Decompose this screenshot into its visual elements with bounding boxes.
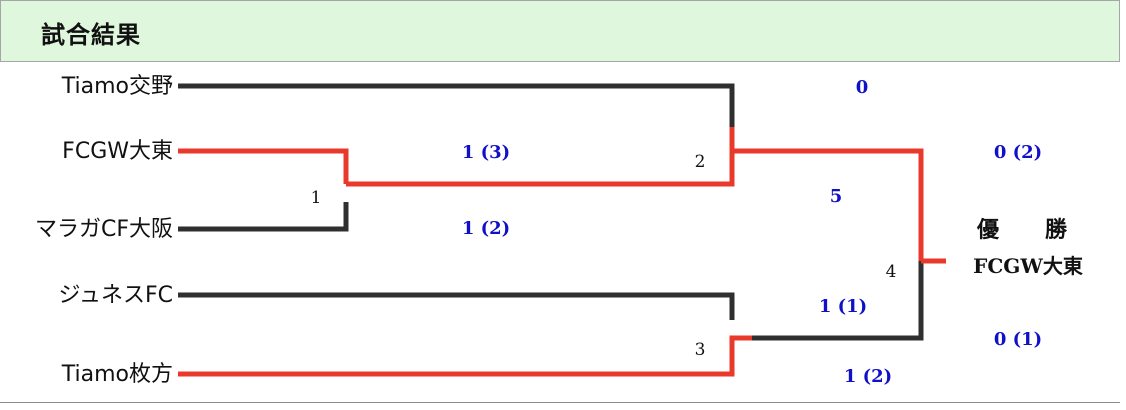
bracket-line-m1-to-m2 bbox=[346, 127, 735, 187]
bracket-line-fcgw-r1 bbox=[178, 148, 349, 184]
team-tiamo-hirakata: Tiamo枚方 bbox=[61, 362, 173, 387]
match-number-3: 3 bbox=[694, 340, 706, 360]
page-title: 試合結果 bbox=[41, 21, 141, 49]
match-number-1: 1 bbox=[310, 188, 322, 208]
bottom-divider bbox=[0, 402, 1120, 403]
team-tiamo-katano: Tiamo交野 bbox=[61, 74, 173, 99]
bracket-line-malaga bbox=[178, 202, 349, 232]
score-m1-bottom: 1 (2) bbox=[461, 218, 511, 239]
bracket-line-junesse bbox=[178, 292, 735, 320]
champion-title: 優 勝 bbox=[976, 217, 1080, 243]
bracket-line-tiamo-katano bbox=[178, 83, 735, 127]
bracket-line-m3-to-final bbox=[752, 261, 924, 341]
score-final-bottom: 0 (1) bbox=[993, 329, 1043, 350]
score-m2-bottom: 5 bbox=[829, 186, 843, 207]
match-number-2: 2 bbox=[694, 152, 706, 172]
score-final-top: 0 (2) bbox=[993, 142, 1043, 163]
score-m3-bottom: 1 (2) bbox=[843, 366, 893, 387]
team-junesse-fc: ジュネスFC bbox=[58, 283, 173, 308]
score-m1-top: 1 (3) bbox=[461, 142, 511, 163]
match-number-4: 4 bbox=[885, 262, 897, 282]
champion-name: FCGW大東 bbox=[973, 254, 1083, 278]
bracket-line-tiamo-hirakata bbox=[178, 335, 752, 377]
team-fcgw-daito: FCGW大東 bbox=[62, 139, 173, 164]
score-m2-top: 0 bbox=[855, 77, 869, 98]
bracket-line-m2-to-final bbox=[732, 148, 924, 261]
results-header: 試合結果 bbox=[0, 0, 1120, 62]
score-m3-top: 1 (1) bbox=[818, 296, 868, 317]
team-malaga-cf-osaka: マラガCF大阪 bbox=[34, 217, 173, 242]
